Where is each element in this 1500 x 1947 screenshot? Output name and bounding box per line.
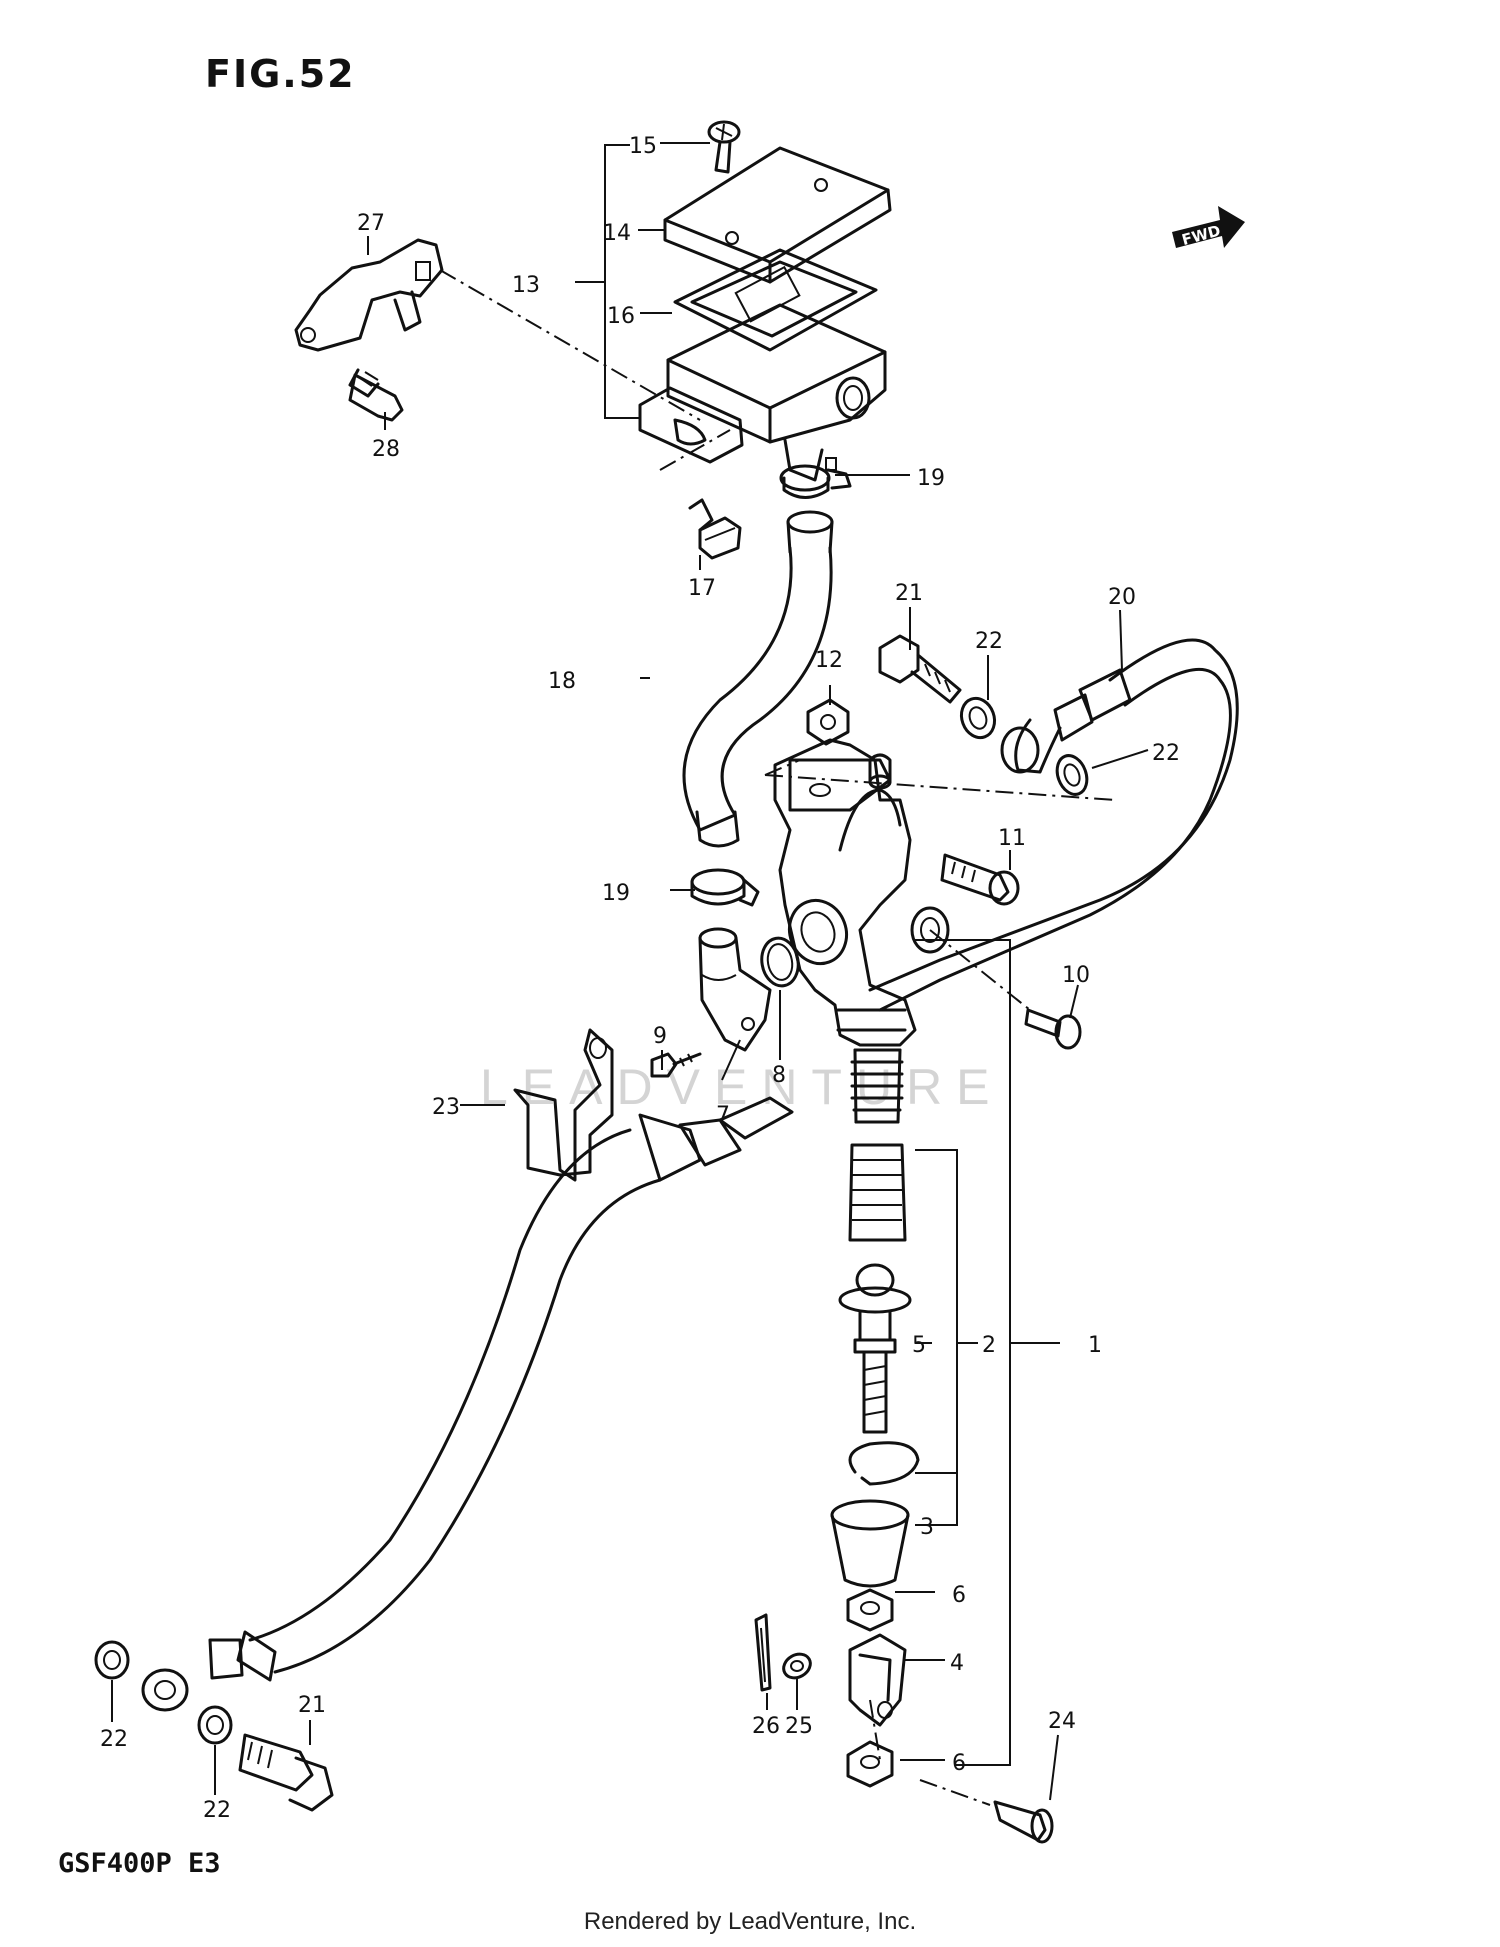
callout-28: 28: [372, 437, 400, 462]
clevis-pin: [993, 1800, 1054, 1844]
piston-assembly: [848, 1143, 907, 1242]
callout-22-lower-left: 22: [100, 1727, 128, 1752]
callout-5: 5: [912, 1333, 926, 1358]
clevis: [848, 1633, 907, 1727]
callout-4: 4: [950, 1651, 964, 1676]
banjo-bolt-10: [1024, 1008, 1082, 1050]
snap-ring: [848, 1441, 920, 1486]
crush-washer-upper: [959, 696, 997, 740]
callout-6-upper: 6: [952, 1583, 966, 1608]
hose-guide-clamp: [513, 1028, 614, 1182]
brake-hose-lower: [141, 1096, 794, 1712]
reservoir-hose: [682, 510, 834, 848]
callout-22-lower-right: 22: [203, 1798, 231, 1823]
brake-hose-upper: [868, 638, 1239, 1012]
callout-21-upper: 21: [895, 581, 923, 606]
callout-18: 18: [548, 669, 576, 694]
callout-12: 12: [815, 648, 843, 673]
lock-nut-lower: [846, 1740, 894, 1788]
callout-24: 24: [1048, 1709, 1076, 1734]
leader-lines: [111, 142, 1149, 1801]
mount-bolt: [940, 853, 1020, 906]
alignment-lines: [439, 269, 1116, 1806]
callout-3: 3: [920, 1515, 934, 1540]
callout-23: 23: [432, 1095, 460, 1120]
reservoir: [638, 146, 892, 482]
hose-clamp-lower: [690, 868, 760, 907]
banjo-bolt-lower: [238, 1733, 334, 1812]
watermark: LEADVENTURE: [480, 1059, 1004, 1115]
return-spring: [850, 1048, 904, 1124]
fitting-screw: [650, 1052, 702, 1078]
callout-20: 20: [1108, 585, 1136, 610]
crush-washer-lower-right: [197, 1705, 233, 1745]
mount-nut: [806, 698, 850, 746]
callout-11: 11: [998, 826, 1026, 851]
callout-22-right: 22: [1152, 741, 1180, 766]
lid-screw: [707, 120, 741, 174]
crush-washer-lower-left: [94, 1640, 130, 1680]
callout-22-upper: 22: [975, 629, 1003, 654]
callout-16: 16: [607, 304, 635, 329]
callout-15: 15: [629, 134, 657, 159]
cotter-pin: [754, 1613, 772, 1692]
inlet-fitting: [698, 927, 772, 1052]
callout-17: 17: [688, 576, 716, 601]
reservoir-bolt: [688, 498, 742, 560]
boot: [830, 1499, 910, 1588]
callout-9: 9: [653, 1024, 667, 1049]
lock-nut-upper: [846, 1588, 894, 1632]
callout-6-lower: 6: [952, 1751, 966, 1776]
hose-clamp-upper: [779, 457, 852, 499]
reservoir-bracket: [294, 238, 444, 352]
master-cylinder: [773, 738, 950, 1047]
callout-25: 25: [785, 1714, 813, 1739]
bracket-bolt: [348, 368, 404, 422]
callout-19-upper: 19: [917, 466, 945, 491]
fwd-arrow-icon: FWD: [1172, 206, 1245, 249]
callout-2: 2: [982, 1333, 996, 1358]
push-rod: [838, 1263, 912, 1434]
callout-27: 27: [357, 211, 385, 236]
callout-1: 1: [1088, 1333, 1102, 1358]
callout-labels: 1 2 3 4 5 6 6 7 8 9 10 11 12 13 14 15 16…: [100, 134, 1180, 1823]
model-code: GSF400P E3: [58, 1848, 221, 1879]
footer-credit: Rendered by LeadVenture, Inc.: [583, 1908, 917, 1935]
clevis-washer: [782, 1652, 812, 1680]
callout-13: 13: [512, 273, 540, 298]
figure-title: FIG.52: [205, 52, 356, 96]
callout-21-lower: 21: [298, 1693, 326, 1718]
crush-washer-right: [1055, 754, 1089, 796]
cylinder-mount-plate: [788, 758, 892, 812]
banjo-bolt-upper: [878, 634, 962, 704]
callout-7: 7: [716, 1103, 730, 1128]
callout-10: 10: [1062, 963, 1090, 988]
fwd-label: FWD: [1180, 222, 1223, 250]
callout-19-lower: 19: [602, 881, 630, 906]
callout-8: 8: [772, 1063, 786, 1088]
callout-14: 14: [603, 221, 631, 246]
callout-26: 26: [752, 1714, 780, 1739]
